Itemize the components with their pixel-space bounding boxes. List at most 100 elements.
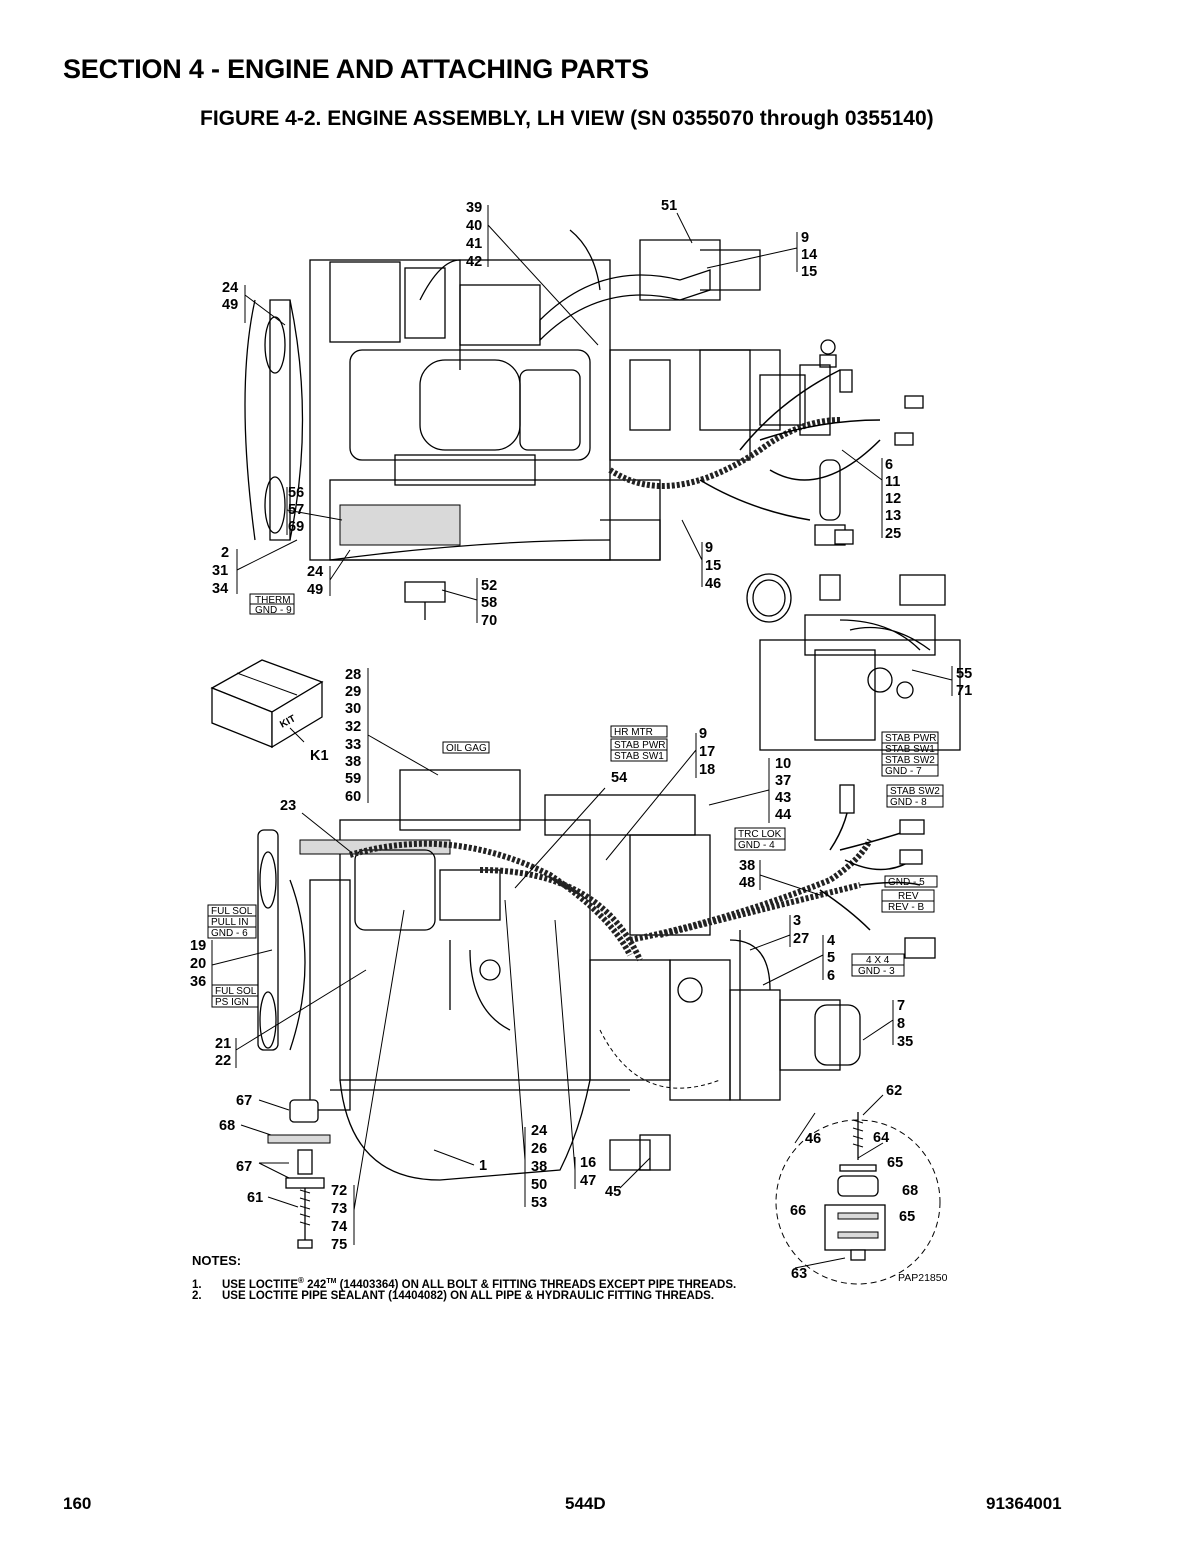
callout-60: 60 <box>345 789 361 805</box>
callout-63: 63 <box>791 1266 807 1282</box>
callout-33: 33 <box>345 737 361 753</box>
callout-51: 51 <box>661 198 677 214</box>
wire-tags: THERM GND - 9 HR MTR STAB PWR STAB SW1 O… <box>207 593 944 1008</box>
callout-38c: 38 <box>531 1159 547 1175</box>
tag-gnd3: GND - 3 <box>858 966 895 977</box>
callout-66: 66 <box>790 1203 806 1219</box>
section-title: SECTION 4 - ENGINE AND ATTACHING PARTS <box>63 54 649 84</box>
tag-gnd8: GND - 8 <box>890 797 927 808</box>
callout-38: 38 <box>345 754 361 770</box>
callout-47: 47 <box>580 1173 596 1189</box>
callout-9: 9 <box>801 230 809 246</box>
callout-k1: K1 <box>310 748 329 764</box>
callout-25: 25 <box>885 526 901 542</box>
callout-39: 39 <box>466 200 482 216</box>
callout-14: 14 <box>801 247 817 263</box>
callout-29: 29 <box>345 684 361 700</box>
callout-30: 30 <box>345 701 361 717</box>
callout-40: 40 <box>466 218 482 234</box>
callout-70: 70 <box>481 613 497 629</box>
tag-stab-sw1-r: STAB SW1 <box>885 744 935 755</box>
callout-46b: 46 <box>805 1131 821 1147</box>
callout-11: 11 <box>885 474 900 490</box>
drawing-id: PAP21850 <box>898 1272 948 1284</box>
callout-17: 17 <box>699 744 715 760</box>
note-2-number: 2. <box>192 1290 202 1302</box>
callout-13: 13 <box>885 508 901 524</box>
callout-19: 19 <box>190 938 206 954</box>
callout-2: 2 <box>221 545 229 561</box>
callout-21: 21 <box>215 1036 231 1052</box>
callout-44: 44 <box>775 807 791 823</box>
callout-6b: 6 <box>827 968 835 984</box>
callout-7: 7 <box>897 998 905 1014</box>
page-number: 160 <box>63 1494 92 1513</box>
callout-26: 26 <box>531 1141 547 1157</box>
callout-67b: 67 <box>236 1159 252 1175</box>
trademark-mark: TM <box>326 1278 337 1285</box>
callout-65b: 65 <box>899 1209 915 1225</box>
leader-lines <box>211 205 953 1269</box>
tag-trc-lok-gnd: GND - 4 <box>738 840 775 851</box>
callout-52: 52 <box>481 578 497 594</box>
note-2: 2. USE LOCTITE PIPE SEALANT (14404082) ON… <box>192 1290 714 1302</box>
callout-10: 10 <box>775 756 791 772</box>
callout-27: 27 <box>793 931 809 947</box>
notes-heading: NOTES: <box>192 1253 242 1268</box>
tag-therm: THERM <box>255 595 291 606</box>
callout-56: 56 <box>288 485 304 501</box>
callout-71: 71 <box>956 683 972 699</box>
callout-55: 55 <box>956 666 972 682</box>
upper-engine-illustration <box>244 229 924 623</box>
callout-3: 3 <box>793 913 801 929</box>
callout-38b: 38 <box>739 858 755 874</box>
note-1-text-a: USE LOCTITE <box>222 1278 299 1291</box>
callout-35: 35 <box>897 1034 913 1050</box>
callout-32: 32 <box>345 719 361 735</box>
tag-oil-gag: OIL GAG <box>446 743 487 754</box>
tag-pull-in: PULL IN <box>211 917 248 928</box>
callout-37: 37 <box>775 773 791 789</box>
callout-68b: 68 <box>902 1183 918 1199</box>
tag-stab-pwr-r: STAB PWR <box>885 733 936 744</box>
callout-48: 48 <box>739 875 755 891</box>
tag-rev-b: REV - B <box>888 902 924 913</box>
tag-stab-pwr: STAB PWR <box>614 740 665 751</box>
callout-numbers: 39 40 41 42 51 9 14 15 24 49 6 11 12 13 … <box>190 198 972 1282</box>
tag-gnd7: GND - 7 <box>885 766 922 777</box>
note-1-text-b: 242 <box>303 1278 327 1291</box>
callout-65a: 65 <box>887 1155 903 1171</box>
callout-41: 41 <box>466 236 482 252</box>
callout-28: 28 <box>345 667 361 683</box>
callout-4: 4 <box>827 933 835 949</box>
tag-therm-gnd: GND - 9 <box>255 605 292 616</box>
tag-hr-mtr: HR MTR <box>614 727 653 738</box>
tag-stab-sw2-r: STAB SW2 <box>885 755 935 766</box>
callout-23: 23 <box>280 798 296 814</box>
callout-54: 54 <box>611 770 627 786</box>
tag-trc-lok: TRC LOK <box>738 829 782 840</box>
callout-72: 72 <box>331 1183 347 1199</box>
callout-50: 50 <box>531 1177 547 1193</box>
callout-58: 58 <box>481 595 497 611</box>
model-name: 544D <box>565 1494 606 1513</box>
tag-ful-sol: FUL SOL <box>211 906 253 917</box>
tag-gnd5: GND - 5 <box>888 877 925 888</box>
callout-75: 75 <box>331 1237 347 1253</box>
callout-16: 16 <box>580 1155 596 1171</box>
callout-57: 57 <box>288 502 304 518</box>
kit-box-illustration: KIT <box>210 659 324 749</box>
callout-69: 69 <box>288 519 304 535</box>
callout-59: 59 <box>345 771 361 787</box>
tag-gnd6: GND - 6 <box>211 928 248 939</box>
note-2-text: USE LOCTITE PIPE SEALANT (14404082) ON A… <box>222 1290 715 1302</box>
tag-4x4: 4 X 4 <box>866 955 890 966</box>
callout-49b: 49 <box>307 582 323 598</box>
callout-24b: 24 <box>307 564 323 580</box>
callout-49: 49 <box>222 297 238 313</box>
callout-15b: 15 <box>705 558 721 574</box>
document-number: 91364001 <box>986 1494 1062 1513</box>
callout-9c: 9 <box>699 726 707 742</box>
tag-stab-sw1: STAB SW1 <box>614 751 664 762</box>
callout-36: 36 <box>190 974 206 990</box>
